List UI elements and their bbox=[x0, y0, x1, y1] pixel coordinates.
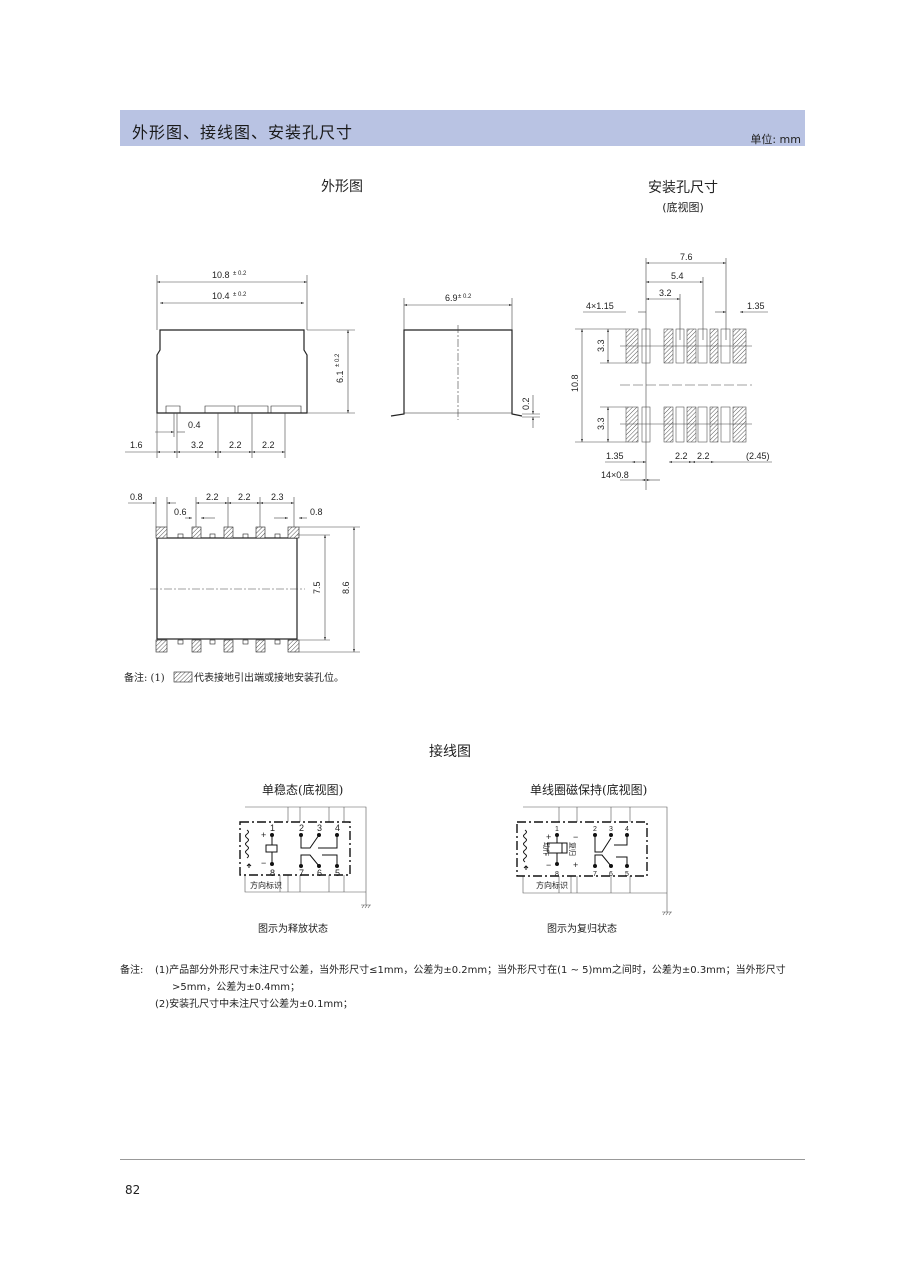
unit-label: 单位: mm bbox=[750, 133, 801, 146]
polarity-plus: + bbox=[573, 860, 578, 870]
dim-width-outer: 10.8 bbox=[212, 270, 230, 280]
footer-rule bbox=[120, 1159, 805, 1160]
front-view bbox=[125, 275, 355, 458]
note-1: (1)产品部分外形尺寸未注尺寸公差，当外形尺寸≤1mm，公差为±0.2mm；当外… bbox=[155, 965, 786, 976]
dim-pitch: 3.2 bbox=[191, 440, 204, 450]
dim: 2.2 bbox=[238, 492, 251, 502]
dim: 0.8 bbox=[130, 492, 143, 502]
dim: 4×1.15 bbox=[586, 301, 614, 311]
note-text: 代表接地引出端或接地安装孔位。 bbox=[194, 671, 344, 684]
pin-label: 8 bbox=[270, 868, 275, 878]
diagram-title: 单稳态(底视图) bbox=[262, 782, 343, 797]
orientation-marker-label: 方向标识 bbox=[250, 880, 282, 890]
page-number: 82 bbox=[125, 1183, 141, 1197]
pin-label: 5 bbox=[335, 868, 340, 878]
dim-height: 6.1 bbox=[335, 370, 345, 383]
dim: 0.6 bbox=[174, 507, 187, 517]
outline-title: 外形图 bbox=[321, 179, 363, 195]
mount-hole-pattern bbox=[575, 258, 772, 490]
dim: (2.45) bbox=[746, 451, 770, 461]
pin-label: 6 bbox=[609, 871, 613, 878]
pin-label: 8 bbox=[555, 871, 559, 878]
orientation-marker-label: 方向标识 bbox=[536, 880, 568, 890]
wiring-title: 接线图 bbox=[429, 744, 471, 760]
dim-pitch: 2.2 bbox=[229, 440, 242, 450]
bottom-view bbox=[128, 497, 360, 653]
front-view-labels: 10.8 ± 0.2 10.4 ± 0.2 6.1 ± 0.2 0.4 1.6 … bbox=[130, 270, 531, 450]
polarity-minus: − bbox=[261, 858, 266, 868]
dim: 14×0.8 bbox=[601, 470, 629, 480]
pin-label: 5 bbox=[625, 871, 629, 878]
pin-label: 7 bbox=[593, 871, 597, 878]
diagram-title: 单线圈磁保持(底视图) bbox=[530, 782, 647, 797]
diagram-caption: 图示为释放状态 bbox=[258, 922, 328, 935]
reset-label: 复归 bbox=[568, 842, 577, 856]
wiring-diagram-monostable: 单稳态(底视图) 1 2 3 4 8 7 6 5 + − 方向标识 图示为释放状… bbox=[239, 782, 371, 935]
mount-subtitle: (底视图) bbox=[662, 201, 704, 214]
notes-prefix: 备注: bbox=[120, 965, 144, 976]
mount-title: 安装孔尺寸 bbox=[648, 180, 718, 196]
mount-labels: 7.6 5.4 3.2 4×1.15 1.35 10.8 3.3 3.3 1.3… bbox=[570, 252, 770, 480]
dim-pin-width: 0.4 bbox=[188, 420, 201, 430]
dim: 7.5 bbox=[312, 581, 322, 594]
polarity-plus: + bbox=[546, 832, 551, 842]
dim: 3.2 bbox=[659, 288, 672, 298]
polarity-plus: + bbox=[261, 830, 266, 840]
pin-label: 1 bbox=[270, 823, 275, 833]
dim-pitch: 2.2 bbox=[262, 440, 275, 450]
note-prefix: 备注: (1) bbox=[124, 671, 165, 684]
wiring-diagram-latching: 单线圈磁保持(底视图) 1 2 3 4 8 7 6 5 + − − + 动作 复… bbox=[516, 782, 672, 935]
polarity-minus: − bbox=[546, 860, 551, 870]
pin-label: 1 bbox=[555, 826, 559, 833]
side-view bbox=[390, 298, 540, 428]
note-2: (2)安装孔尺寸中未注尺寸公差为±0.1mm； bbox=[155, 999, 353, 1010]
pin-label: 2 bbox=[593, 826, 597, 833]
dim: 1.35 bbox=[606, 451, 624, 461]
dim: 2.2 bbox=[675, 451, 688, 461]
dim: 0.8 bbox=[310, 507, 323, 517]
dim-depth: 6.9 bbox=[445, 293, 458, 303]
section-header-bar: 外形图、接线图、安装孔尺寸 单位: mm bbox=[120, 110, 805, 146]
dim: 5.4 bbox=[671, 271, 684, 281]
pin-label: 6 bbox=[317, 868, 322, 878]
dim-offset: 1.6 bbox=[130, 440, 143, 450]
dim: 2.2 bbox=[697, 451, 710, 461]
dim: 8.6 bbox=[341, 581, 351, 594]
dim-tolerance: ± 0.2 bbox=[233, 271, 247, 277]
dim-tolerance: ± 0.2 bbox=[233, 292, 247, 298]
pin-label: 7 bbox=[299, 868, 304, 878]
dim-tolerance: ± 0.2 bbox=[458, 294, 472, 300]
pin-label: 3 bbox=[317, 823, 322, 833]
bottom-view-labels: 0.8 0.6 2.2 2.2 2.3 0.8 7.5 8.6 bbox=[130, 492, 351, 594]
pin-label: 4 bbox=[625, 826, 629, 833]
dim-width-inner: 10.4 bbox=[212, 291, 230, 301]
dim: 3.3 bbox=[596, 417, 606, 430]
dim: 3.3 bbox=[596, 339, 606, 352]
set-label: 动作 bbox=[542, 842, 551, 856]
note-1-cont: >5mm，公差为±0.4mm； bbox=[172, 982, 300, 993]
pin-label: 2 bbox=[299, 823, 304, 833]
dim: 1.35 bbox=[747, 301, 765, 311]
dim: 7.6 bbox=[680, 252, 693, 262]
diagram-caption: 图示为复归状态 bbox=[547, 922, 617, 935]
dim: 10.8 bbox=[570, 374, 580, 392]
dim: 2.3 bbox=[271, 492, 284, 502]
dim-tolerance: ± 0.2 bbox=[335, 353, 341, 367]
dim: 2.2 bbox=[206, 492, 219, 502]
pin-label: 4 bbox=[335, 823, 340, 833]
pin-label: 3 bbox=[609, 826, 613, 833]
dim-standoff: 0.2 bbox=[521, 397, 531, 410]
section-title: 外形图、接线图、安装孔尺寸 bbox=[132, 123, 354, 142]
hatch-legend-icon bbox=[173, 671, 193, 683]
polarity-minus: − bbox=[573, 832, 578, 842]
